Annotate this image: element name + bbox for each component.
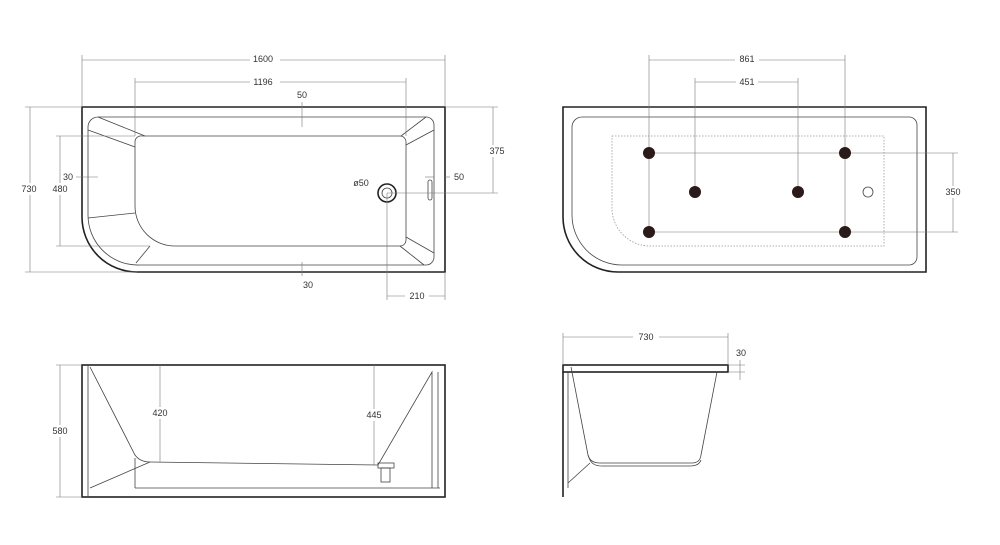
- dim-730: 730: [21, 184, 36, 194]
- dim-1600: 1600: [253, 54, 273, 64]
- jet-icon: [792, 186, 804, 198]
- dim-445: 445: [366, 410, 381, 420]
- dim-1196: 1196: [253, 77, 272, 87]
- dim-rim-thickness: 30: [736, 348, 746, 358]
- dim-rim-left: 30: [63, 172, 73, 182]
- jet-icon: [689, 186, 701, 198]
- dim-drain-diameter: ø50: [353, 178, 369, 188]
- jets-view: 861 451 350: [562, 53, 965, 273]
- jet-icon: [643, 226, 655, 238]
- dim-861: 861: [739, 54, 754, 64]
- dim-375: 375: [489, 146, 504, 156]
- dim-rim-bottom: 30: [303, 280, 313, 290]
- dim-420: 420: [152, 408, 167, 418]
- jet-icon: [839, 226, 851, 238]
- top-view: 1600 1196 50 730 480 30 375 50 ø50 30 21…: [20, 53, 506, 302]
- drain-icon: [862, 186, 874, 198]
- side-view: 730 30: [562, 331, 746, 497]
- dim-480: 480: [52, 184, 67, 194]
- dim-210: 210: [409, 291, 424, 301]
- dim-350: 350: [945, 187, 960, 197]
- dim-side-730: 730: [638, 332, 653, 342]
- front-view: 580 420 445: [50, 364, 446, 498]
- dim-rim-right: 50: [454, 172, 464, 182]
- dim-451: 451: [739, 77, 754, 87]
- dim-rim-top: 50: [297, 90, 307, 100]
- overflow-icon: [427, 179, 433, 201]
- jet-icon: [643, 147, 655, 159]
- jet-icon: [839, 147, 851, 159]
- dim-580: 580: [52, 426, 67, 436]
